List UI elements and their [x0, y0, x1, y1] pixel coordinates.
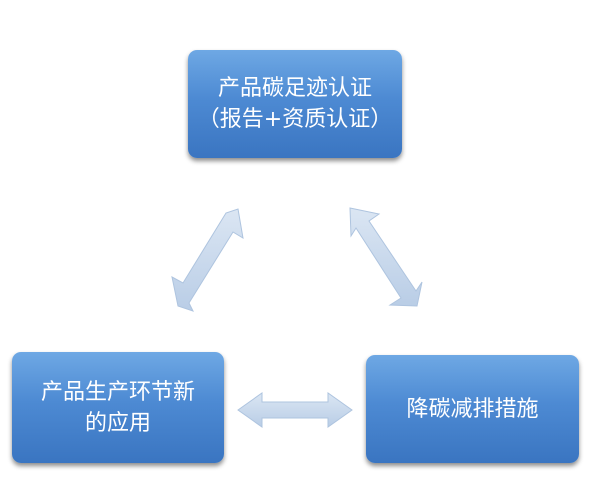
- box-top-line-2: （报告+资质认证）: [197, 107, 393, 132]
- box-top-line-1: 产品碳足迹认证: [217, 76, 372, 101]
- arrow-top-left: [171, 208, 244, 312]
- box-emission-reduction: 降碳减排措施: [366, 355, 579, 463]
- box-product-carbon-footprint: 产品碳足迹认证 （报告+资质认证）: [188, 50, 402, 158]
- box-left-line-2: 的应用: [84, 410, 151, 436]
- arrow-left-right: [237, 392, 353, 428]
- box-left-line-1: 产品生产环节新: [40, 379, 195, 405]
- box-production-application: 产品生产环节新 的应用: [12, 352, 224, 463]
- box-right-line-1: 降碳减排措施: [406, 396, 539, 422]
- arrow-top-right: [349, 207, 423, 307]
